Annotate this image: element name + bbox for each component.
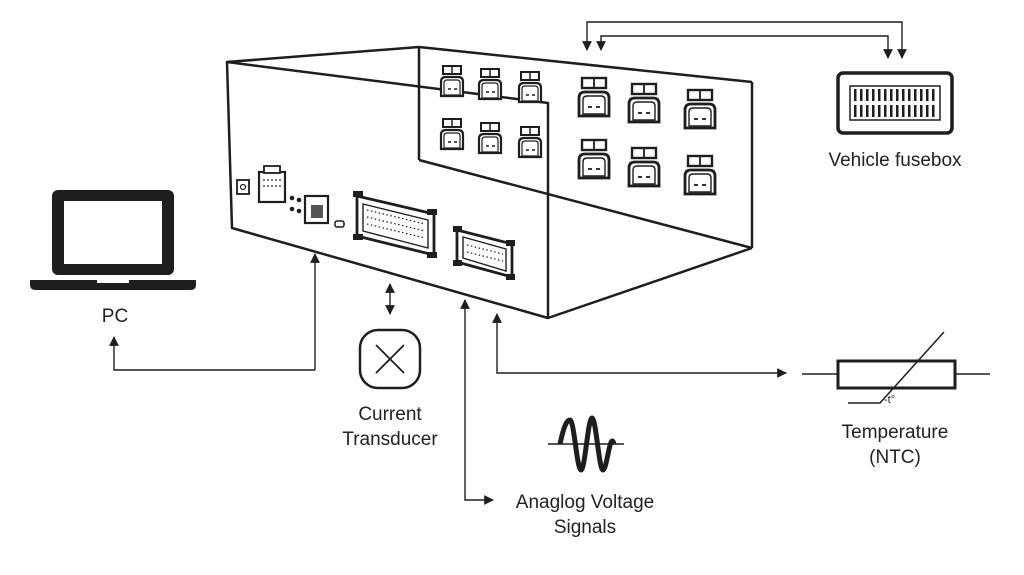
current-transducer-icon: [358, 328, 422, 390]
current-transducer-label-line2: Transducer: [342, 429, 438, 450]
current-transducer-label: Current: [358, 404, 422, 425]
analog-voltage-label: Anaglog Voltage: [515, 492, 655, 513]
connection-arrows: [109, 21, 907, 505]
analog-voltage-label-line2: Signals: [553, 517, 617, 538]
front-panel-connectors: [236, 165, 515, 280]
fusebox-icon: [836, 71, 954, 135]
fusebox-label: Vehicle fusebox: [828, 150, 962, 171]
ntc-symbol-label: -t°: [884, 394, 896, 406]
temperature-label-line2: (NTC): [869, 447, 921, 468]
laptop-icon: [30, 190, 196, 290]
temperature-label: Temperature: [841, 422, 949, 443]
relay-grid: [439, 64, 717, 196]
ntc-thermistor-icon: [802, 331, 990, 404]
analog-signal-icon: [548, 415, 624, 473]
pc-label: PC: [101, 306, 129, 327]
